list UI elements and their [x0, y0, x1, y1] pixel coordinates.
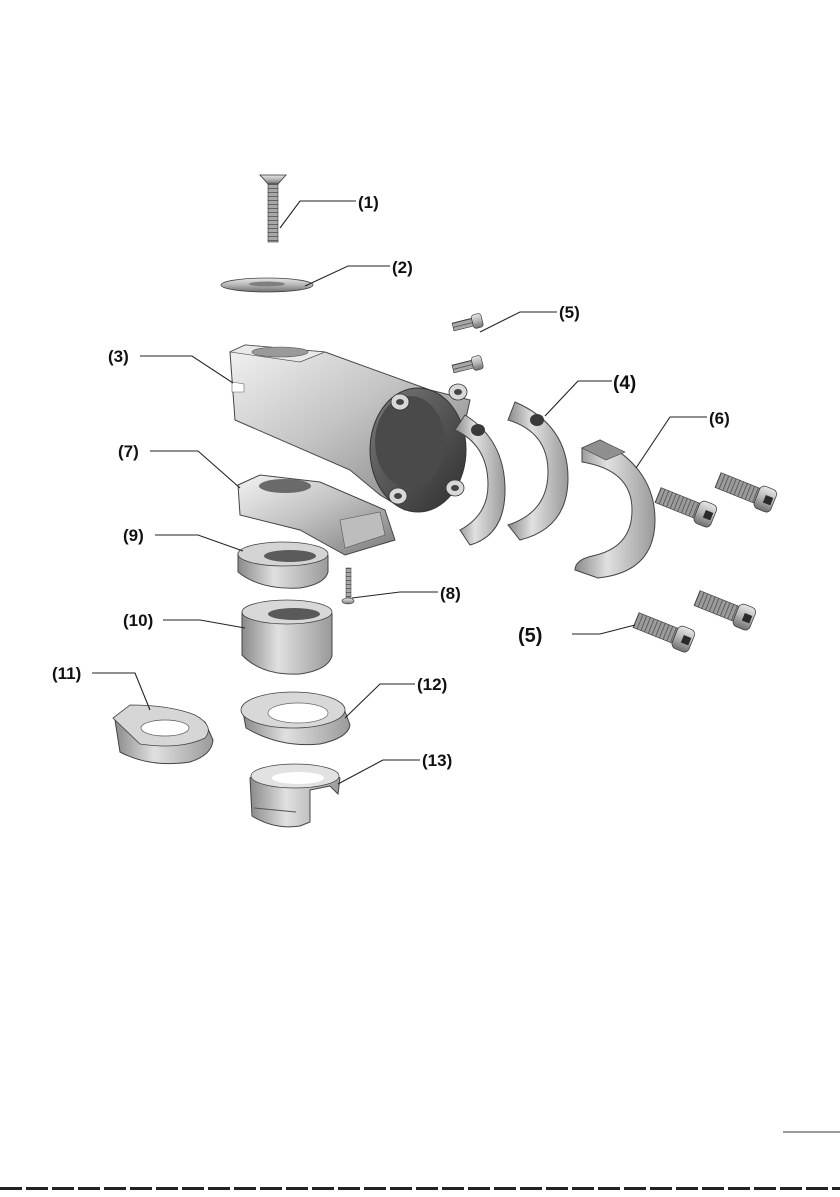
footer-rule: [783, 1131, 840, 1133]
top-cap-washer-part: [221, 278, 313, 292]
label-6: (6): [709, 409, 730, 428]
label-10: (10): [123, 611, 153, 630]
label-7: (7): [118, 442, 139, 461]
small-bolts-part: [451, 313, 483, 376]
small-screw-part: [342, 568, 354, 604]
label-5-lower: (5): [518, 625, 542, 647]
faceplate-bolts-part: [632, 469, 779, 654]
faceplate-part: [575, 440, 655, 578]
angled-spacer-part: [113, 705, 213, 764]
spacer-small-part: [238, 542, 328, 588]
label-11: (11): [52, 664, 81, 683]
spacer-tall-part: [242, 600, 332, 674]
clamp-insert-part: [455, 402, 568, 545]
bolt-top-part: [260, 175, 286, 242]
label-2: (2): [392, 258, 413, 277]
label-9: (9): [123, 526, 144, 545]
label-3: (3): [108, 347, 129, 366]
label-8: (8): [440, 584, 461, 603]
label-1: (1): [358, 193, 379, 212]
label-5-upper: (5): [559, 303, 580, 322]
label-12: (12): [417, 675, 447, 694]
label-13: (13): [422, 751, 452, 770]
headset-spacer-part: [241, 692, 350, 745]
footer-dashed-border: [0, 1187, 840, 1190]
label-4: (4): [613, 373, 636, 394]
compression-ring-part: [250, 764, 340, 827]
